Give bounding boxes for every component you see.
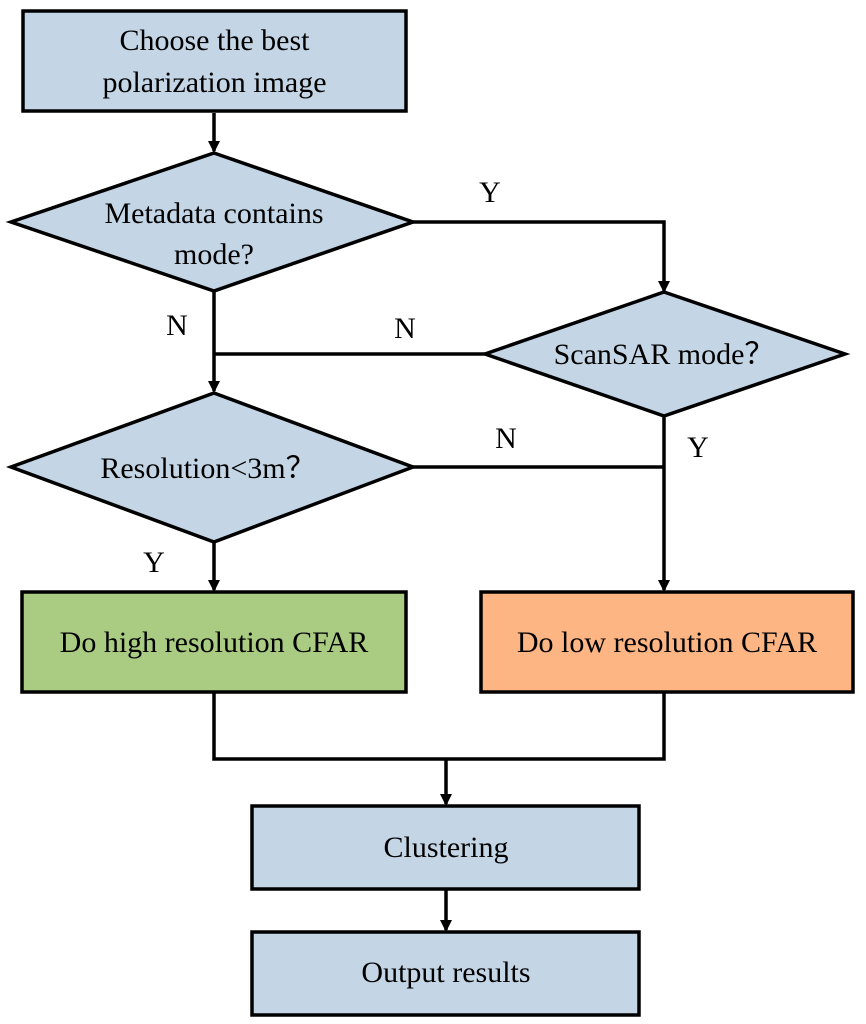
node-resolution-decision: Resolution<3m？ (5, 391, 418, 544)
edge-metadata-yes-to-scansar (413, 220, 670, 293)
node-start-line-2: polarization image (102, 66, 326, 99)
edge-high-cfar-merge (212, 692, 666, 761)
node-high-cfar-line-1: Do high resolution CFAR (60, 626, 369, 659)
node-metadata-line-2: mode? (174, 238, 254, 271)
node-resolution-diamond (5, 391, 418, 544)
node-metadata-line-1: Metadata contains (104, 197, 323, 230)
label-metadata-no: N (166, 309, 188, 342)
node-output-line-1: Output results (361, 956, 530, 989)
node-metadata-diamond (5, 151, 419, 293)
node-output-box (250, 930, 641, 1017)
node-high-cfar-box (20, 590, 408, 694)
node-clustering-box (250, 804, 641, 891)
label-resolution-yes: Y (143, 546, 165, 579)
edge-labels: Y N N Y N Y (143, 176, 709, 579)
node-output: Output results (250, 930, 641, 1017)
label-resolution-no: N (495, 422, 517, 455)
label-scansar-yes: Y (687, 431, 709, 464)
node-low-cfar: Do low resolution CFAR (479, 590, 855, 694)
node-resolution-line-1: Resolution<3m？ (100, 452, 315, 485)
connectors (208, 113, 670, 932)
node-low-cfar-box (479, 590, 855, 694)
node-high-cfar: Do high resolution CFAR (20, 590, 408, 694)
node-scansar-decision: ScanSAR mode？ (479, 290, 851, 418)
node-low-cfar-line-1: Do low resolution CFAR (517, 626, 817, 659)
node-clustering: Clustering (250, 804, 641, 891)
label-metadata-yes: Y (479, 176, 501, 209)
node-scansar-diamond (479, 290, 851, 418)
node-clustering-line-1: Clustering (384, 831, 509, 864)
node-start: Choose the best polarization image (21, 9, 408, 113)
node-scansar-line-1: ScanSAR mode？ (554, 338, 775, 371)
label-scansar-no: N (394, 312, 416, 345)
node-start-line-1: Choose the best (120, 24, 311, 57)
node-metadata-decision: Metadata contains mode? (5, 151, 419, 293)
node-start-box (21, 9, 408, 113)
